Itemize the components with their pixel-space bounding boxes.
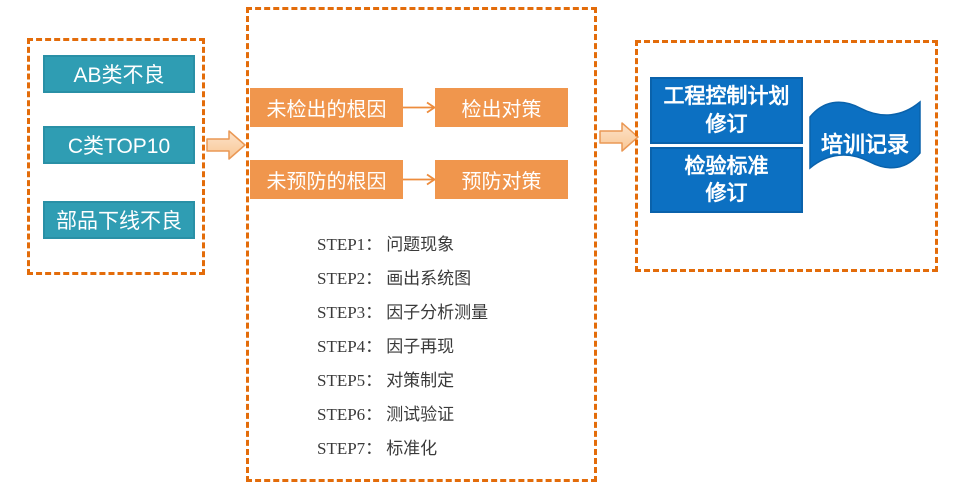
step-text: 因子再现 — [386, 336, 455, 356]
step-text: 测试验证 — [386, 404, 455, 424]
output-box-line1: 工程控制计划 — [663, 85, 790, 109]
step-number: STEP2： — [317, 268, 383, 288]
step-number: STEP5： — [317, 370, 383, 390]
block-arrow-right-icon — [206, 130, 246, 160]
step-item-4: STEP4： 因子再现 — [317, 327, 488, 361]
step-item-5: STEP5： 对策制定 — [317, 361, 488, 395]
output-box-line2: 修订 — [705, 112, 748, 136]
action-label: 检出对策 — [461, 99, 542, 121]
step-item-3: STEP3： 因子分析测量 — [317, 293, 488, 327]
step-number: STEP1： — [317, 234, 383, 254]
input-item-label: AB类不良 — [73, 64, 165, 87]
connector-arrow-icon — [403, 173, 437, 186]
input-item-ab-defect: AB类不良 — [43, 55, 195, 93]
input-item-label: 部品下线不良 — [56, 210, 182, 233]
analysis-group-frame — [246, 7, 597, 482]
step-text: 问题现象 — [386, 234, 455, 254]
input-item-label: C类TOP10 — [67, 135, 171, 158]
output-box-control-plan: 工程控制计划 修订 — [650, 77, 803, 144]
step-item-6: STEP6： 测试验证 — [317, 395, 488, 429]
cause-label: 未检出的根因 — [266, 99, 387, 121]
block-arrow-right-icon — [599, 122, 639, 152]
connector-arrow-icon — [403, 101, 437, 114]
step-list: STEP1： 问题现象 STEP2： 画出系统图 STEP3： 因子分析测量 S… — [317, 225, 488, 463]
step-text: 对策制定 — [386, 370, 455, 390]
action-box-detection: 检出对策 — [435, 88, 568, 127]
output-box-line2: 修订 — [705, 182, 748, 205]
step-item-2: STEP2： 画出系统图 — [317, 259, 488, 293]
flag-label: 培训记录 — [820, 132, 909, 157]
input-item-offline-defect: 部品下线不良 — [43, 201, 195, 239]
action-label: 预防对策 — [461, 171, 542, 193]
output-group-frame — [635, 40, 938, 272]
step-text: 因子分析测量 — [386, 302, 489, 322]
step-text: 标准化 — [386, 438, 438, 458]
input-group-frame — [27, 38, 205, 275]
step-number: STEP4： — [317, 336, 383, 356]
cause-label: 未预防的根因 — [266, 171, 387, 193]
cause-box-unprevented: 未预防的根因 — [250, 160, 403, 199]
training-record-flag: 培训记录 — [806, 93, 924, 177]
action-box-prevention: 预防对策 — [435, 160, 568, 199]
step-number: STEP7： — [317, 438, 383, 458]
step-item-7: STEP7： 标准化 — [317, 429, 488, 463]
input-item-c-top10: C类TOP10 — [43, 126, 195, 164]
step-number: STEP6： — [317, 404, 383, 424]
wave-flag-icon — [809, 100, 921, 170]
step-number: STEP3： — [317, 302, 383, 322]
output-box-inspection-standard: 检验标准 修订 — [650, 147, 803, 213]
cause-box-undetected: 未检出的根因 — [250, 88, 403, 127]
step-item-1: STEP1： 问题现象 — [317, 225, 488, 259]
output-box-line1: 检验标准 — [684, 154, 769, 178]
step-text: 画出系统图 — [386, 268, 472, 288]
